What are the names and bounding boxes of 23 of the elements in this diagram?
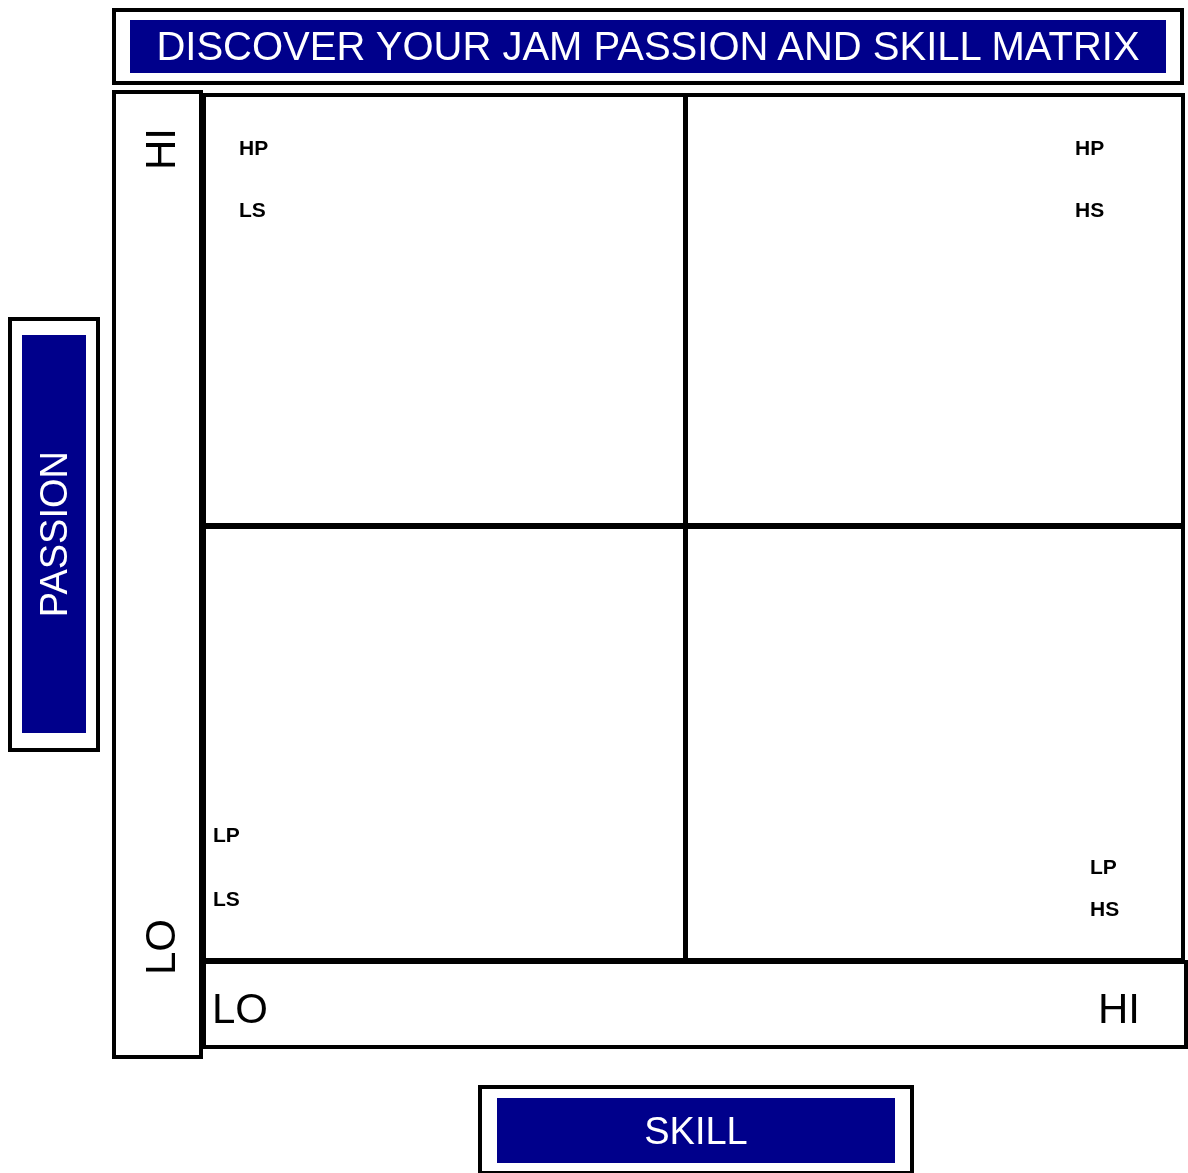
skill-label-frame bbox=[478, 1085, 914, 1173]
quadrant-cell bbox=[684, 93, 1185, 527]
axis-tick-label: HI bbox=[140, 128, 182, 170]
axis-tick-label: LO bbox=[212, 988, 269, 1030]
axis-tick-label: LO bbox=[140, 918, 182, 975]
title-banner: DISCOVER YOUR JAM PASSION AND SKILL MATRIX bbox=[130, 20, 1166, 73]
axis-tick-label: HI bbox=[1098, 988, 1140, 1030]
quadrant-label: HP bbox=[239, 137, 269, 158]
vertical-axis-band bbox=[112, 90, 203, 1059]
quadrant-label: LS bbox=[239, 199, 266, 220]
axis-title: SKILL bbox=[644, 1111, 748, 1150]
axis-title: PASSION bbox=[35, 450, 73, 618]
quadrant-label: LP bbox=[213, 824, 240, 845]
quadrant-label: HP bbox=[1075, 137, 1105, 158]
quadrant-label: HS bbox=[1075, 199, 1105, 220]
quadrant-cell bbox=[202, 93, 687, 527]
quadrant-cell bbox=[202, 525, 687, 962]
horizontal-axis-band bbox=[202, 960, 1188, 1049]
quadrant-label: LS bbox=[213, 888, 240, 909]
quadrant-label: HS bbox=[1090, 898, 1120, 919]
passion-label-frame bbox=[8, 317, 100, 752]
quadrant-cell bbox=[684, 525, 1185, 962]
quadrant-label: LP bbox=[1090, 856, 1117, 877]
